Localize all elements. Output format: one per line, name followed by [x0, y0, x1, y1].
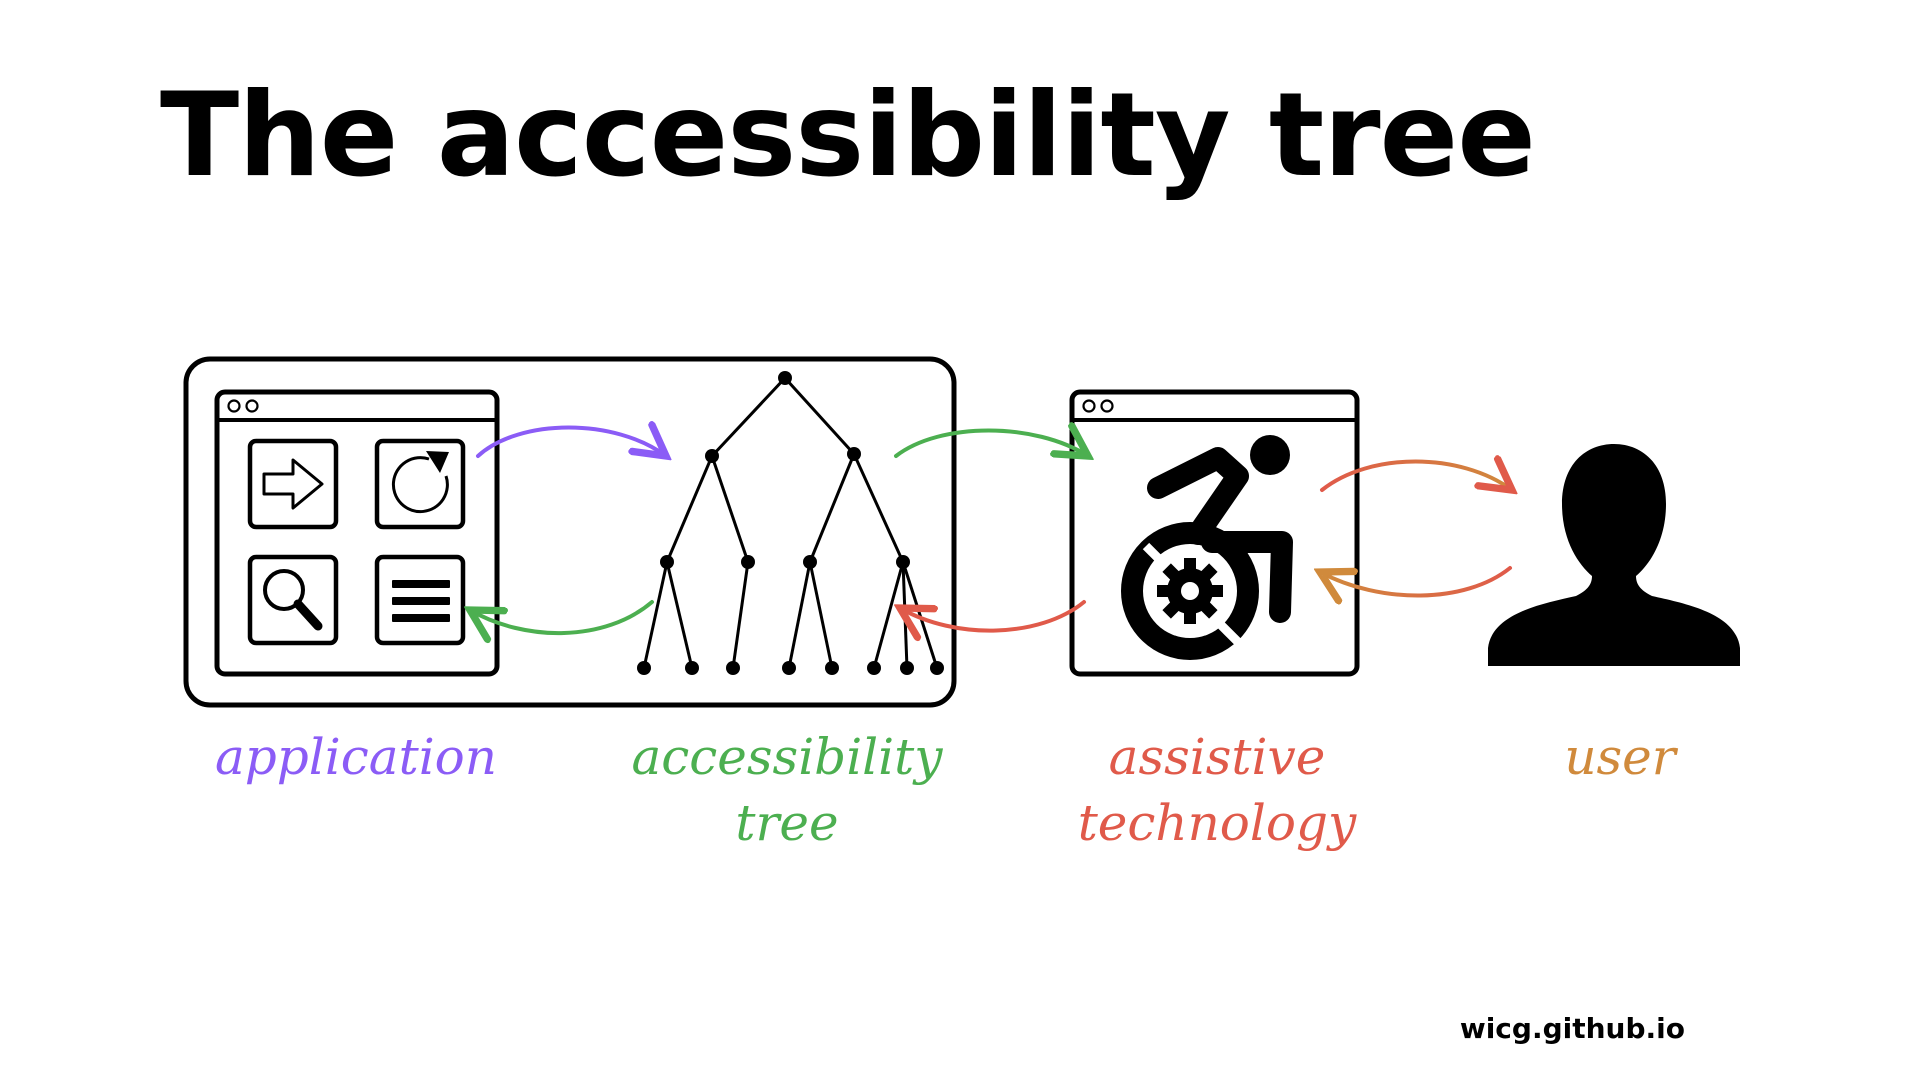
- slide-title: The accessibility tree: [160, 68, 1536, 203]
- source-link[interactable]: wicg.github.io: [1459, 1012, 1685, 1045]
- arrow-right-icon: [247, 438, 339, 530]
- label-assistive-technology-line2: technology: [1077, 794, 1357, 852]
- label-accessibility-tree-line2: tree: [735, 794, 839, 852]
- menu-icon: [374, 554, 466, 646]
- label-user-text: user: [1564, 728, 1676, 786]
- label-accessibility-tree-line1: accessibility: [631, 728, 943, 786]
- refresh-icon: [374, 438, 466, 530]
- arrow-tree-to-assistive: [894, 431, 1088, 457]
- window-dot: [245, 399, 259, 413]
- arrow-application-to-tree: [476, 428, 666, 457]
- label-application: application: [200, 724, 512, 790]
- window-dot: [1082, 399, 1096, 413]
- arrow-assistive-to-tree: [900, 600, 1086, 631]
- outer-container: [183, 356, 957, 708]
- label-assistive-technology: assistive technology: [1052, 724, 1382, 856]
- accessibility-tree-graph: [642, 376, 939, 669]
- label-accessibility-tree: accessibility tree: [612, 724, 962, 856]
- label-assistive-technology-line1: assistive: [1108, 728, 1326, 786]
- arrow-user-to-assistive: [1320, 566, 1512, 596]
- search-icon: [247, 554, 339, 646]
- wheelchair-icon: [1121, 435, 1293, 660]
- person-icon: [1488, 444, 1740, 666]
- tree-nodes: [637, 371, 944, 675]
- application-window: [214, 389, 500, 677]
- window-dot: [1100, 399, 1114, 413]
- assistive-technology-window: [1069, 389, 1360, 677]
- label-application-text: application: [214, 728, 497, 786]
- label-user: user: [1520, 724, 1720, 790]
- window-dot: [227, 399, 241, 413]
- arrow-assistive-to-user: [1320, 462, 1512, 491]
- arrow-tree-to-application: [470, 600, 654, 633]
